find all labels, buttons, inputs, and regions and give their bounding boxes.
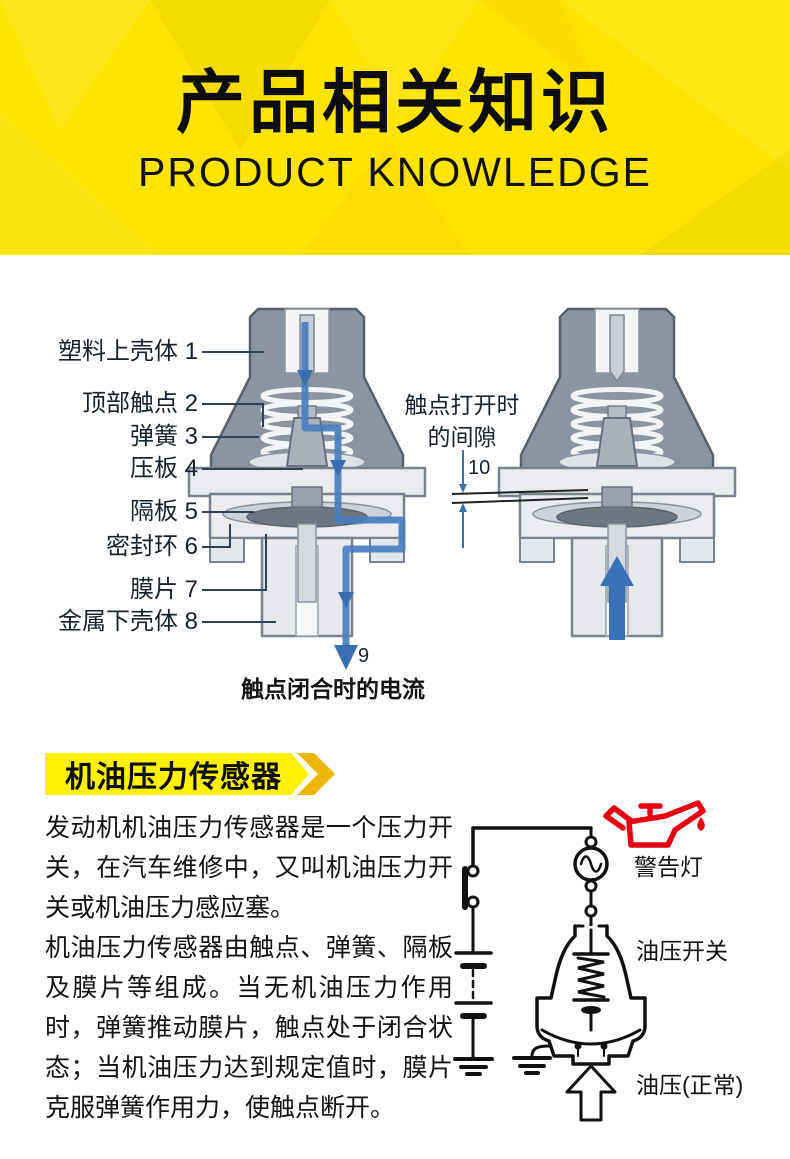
header-facet-pattern <box>0 0 790 255</box>
oil-pressure-up-arrow <box>600 556 634 640</box>
page-title: 产品相关知识 <box>176 64 614 142</box>
page-subtitle: PRODUCT KNOWLEDGE <box>138 148 652 195</box>
battery-symbol <box>454 951 493 1060</box>
current-flow-path <box>297 322 406 670</box>
part-label-press-plate: 压板 4 <box>129 455 198 482</box>
part-label-lower-housing: 金属下壳体 8 <box>57 608 198 635</box>
ground-symbol-switch <box>512 1044 552 1075</box>
sensor-cross-section-illustration <box>0 255 790 670</box>
warning-light-label: 警告灯 <box>634 854 703 880</box>
circuit-diagram: 警告灯 油压开关 油压(正常) <box>440 800 790 1159</box>
oil-can-warning-icon <box>603 800 706 848</box>
closed-contact-caption: 触点闭合时的电流 <box>241 676 425 702</box>
oil-inlet-arrow <box>565 1064 617 1122</box>
gap-value-label: 10 <box>468 457 491 479</box>
circuit-schematic <box>453 800 706 1122</box>
article-text: 发动机机油压力传感器是一个压力开关，在汽车维修中，又叫机油压力开关或机油压力感应… <box>45 808 453 1128</box>
part-label-spring: 弹簧 3 <box>129 423 198 450</box>
part-label-membrane: 膜片 7 <box>129 576 198 603</box>
part-label-seal-ring: 密封环 6 <box>105 533 198 560</box>
gap-dimension <box>451 450 589 548</box>
gap-label-line2: 的间隙 <box>427 424 497 450</box>
paragraph-1: 发动机机油压力传感器是一个压力开关，在汽车维修中，又叫机油压力开关或机油压力感应… <box>45 814 453 922</box>
header-banner: 产品相关知识 PRODUCT KNOWLEDGE <box>0 0 790 255</box>
part-label-top-contact: 顶部触点 2 <box>81 390 198 417</box>
oil-pressure-label: 油压(正常) <box>636 1072 744 1098</box>
section-banner: 机油压力传感器 <box>45 753 309 795</box>
gap-label-line1: 触点打开时 <box>404 392 520 418</box>
flow-number-label: 9 <box>358 645 370 667</box>
oil-switch-label: 油压开关 <box>636 938 728 964</box>
leader-lines <box>202 351 303 623</box>
open-contact-gap-label: 触点打开时 的间隙 <box>396 389 528 453</box>
pressure-switch-outline <box>535 924 647 1066</box>
switch-symbol <box>462 864 480 954</box>
sensor-diagram-section: 塑料上壳体 1 顶部触点 2 弹簧 3 压板 4 隔板 5 密封环 6 膜片 7… <box>0 255 790 748</box>
part-label-upper-housing: 塑料上壳体 1 <box>57 338 198 365</box>
content-section: 发动机机油压力传感器是一个压力开关，在汽车维修中，又叫机油压力开关或机油压力感应… <box>0 800 790 1159</box>
section-banner-row: 机油压力传感器 <box>0 748 790 800</box>
part-label-partition: 隔板 5 <box>129 498 198 525</box>
warning-lamp-symbol <box>573 826 609 932</box>
ground-symbol <box>453 1057 494 1076</box>
section-banner-label: 机油压力传感器 <box>65 761 282 794</box>
paragraph-2: 机油压力传感器由触点、弹簧、隔板及膜片等组成。当无机油压力作用时，弹簧推动膜片，… <box>45 934 453 1122</box>
